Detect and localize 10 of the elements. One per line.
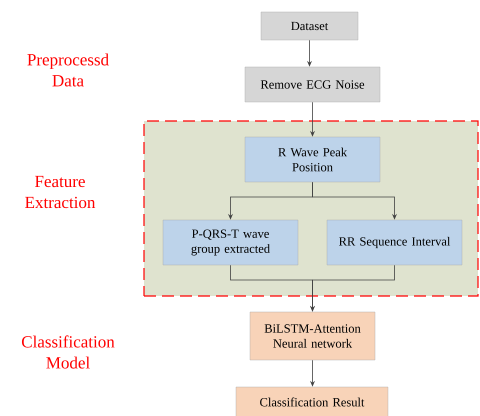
- process-box: P-QRS-T wave group extracted: [162, 220, 298, 266]
- section-label: Preprocessd Data: [27, 54, 109, 86]
- process-box: BiLSTM-Attention Neural network: [250, 312, 376, 360]
- section-label: Classification Model: [22, 335, 114, 369]
- process-box: Dataset: [260, 12, 358, 40]
- process-box: Remove ECG Noise: [244, 66, 380, 102]
- section-label: Feature Extraction: [25, 176, 96, 208]
- process-box: RR Sequence Interval: [326, 220, 462, 266]
- process-box: R Wave Peak Position: [244, 136, 380, 182]
- process-box: Classification Result: [236, 386, 388, 416]
